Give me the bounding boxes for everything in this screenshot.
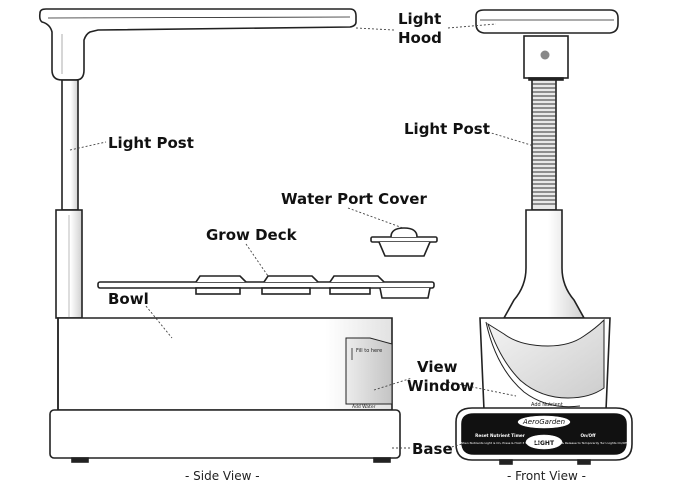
side-light-post: [55, 79, 83, 319]
label-water-port-cover: Water Port Cover: [281, 190, 427, 208]
label-view-window: View Window: [407, 358, 474, 396]
leader-lines: [69, 23, 535, 449]
label-light-hood: Light Hood: [398, 10, 442, 48]
label-light-post-front: Light Post: [404, 120, 490, 138]
front-light-post: [531, 79, 557, 211]
right-panel-title: On/Off: [580, 433, 596, 438]
side-view: [38, 8, 438, 463]
light-button-text: LIGHT: [534, 440, 555, 447]
right-panel-text: Press & Release to Temporarily Turn Ligh…: [553, 441, 628, 445]
leader-grow-deck: [245, 243, 269, 277]
leader-view-window-front: [447, 381, 517, 397]
caption-side-view: - Side View -: [185, 469, 260, 483]
label-view-window-line2: Window: [407, 377, 475, 395]
brand-text: AeroGarden: [522, 418, 565, 426]
left-panel-title: Reset Nutrient Timer: [475, 433, 526, 438]
label-bowl: Bowl: [108, 290, 149, 308]
leader-light-hood-side: [355, 27, 395, 31]
front-bowl: [479, 317, 611, 411]
window-fill-text: Fill to here: [356, 348, 382, 354]
label-grow-deck: Grow Deck: [206, 226, 297, 244]
label-view-window-line1: View: [417, 358, 458, 376]
left-panel-text: When Nutrients Light is On, Press & Hold…: [460, 441, 540, 445]
leader-bowl: [145, 305, 173, 339]
front-light-hood: [475, 9, 619, 34]
label-base: Base: [412, 440, 453, 458]
front-post-neck: [502, 209, 586, 319]
leader-light-post-front: [487, 131, 535, 147]
leader-light-hood-front: [447, 23, 497, 29]
label-light-post-side: Light Post: [108, 134, 194, 152]
leader-view-window-side: [373, 377, 413, 391]
front-base: [455, 407, 633, 465]
side-light-hood: [38, 8, 357, 81]
device-text: Fill to here Add Water Add Nutrient Aero…: [352, 348, 628, 447]
front-post-top: [523, 35, 569, 81]
front-view: [455, 9, 633, 465]
side-base: [49, 409, 401, 463]
leader-water-port-cover: [347, 207, 404, 229]
side-bowl: [57, 317, 393, 411]
side-water-port-cover: [370, 227, 438, 257]
caption-front-view: - Front View -: [507, 469, 586, 483]
label-light-hood-line1: Light: [398, 10, 442, 28]
leader-base-front: [447, 443, 463, 449]
front-add-nutrient-text: Add Nutrient: [531, 402, 563, 408]
label-light-hood-line2: Hood: [398, 29, 442, 47]
side-grow-deck: [97, 275, 435, 299]
window-add-text: Add Water: [352, 404, 376, 410]
